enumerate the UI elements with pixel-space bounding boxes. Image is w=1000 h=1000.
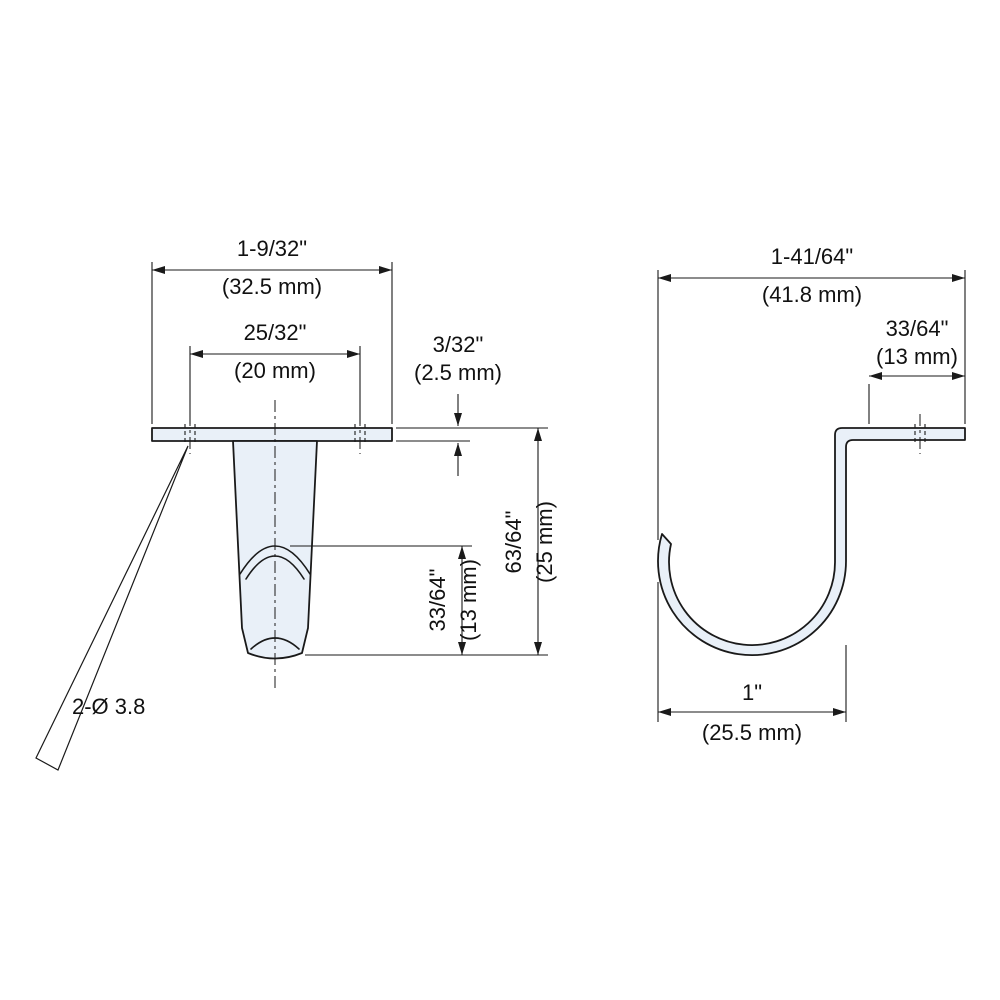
dim-flange-thickness-inch-label: 3/32": [433, 332, 484, 357]
dim-hook-depth: 33/64" (13 mm): [290, 545, 481, 655]
dim-hook-depth-inch-label: 33/64": [425, 569, 450, 632]
hole-callout-label: 2-Ø 3.8: [72, 694, 145, 719]
dim-overall-width-inch-label: 1-41/64": [771, 244, 853, 269]
dim-hole-offset: 33/64" (13 mm): [868, 316, 965, 424]
dim-overall-height-mm-label: (25 mm): [532, 501, 557, 583]
front-view: 1-9/32" (32.5 mm) 25/32" (20 mm) 3/32" (…: [35, 236, 557, 771]
dim-flange-thickness-mm-label: (2.5 mm): [414, 360, 502, 385]
hook-profile: [657, 427, 966, 656]
dim-overall-height-inch-label: 63/64": [501, 511, 526, 574]
dim-hook-width-mm-label: (25.5 mm): [702, 720, 802, 745]
dim-overall-height: 63/64" (25 mm): [305, 428, 557, 656]
dim-overall-width: 1-41/64" (41.8 mm): [657, 244, 966, 540]
dim-flange-thickness: 3/32" (2.5 mm): [396, 332, 548, 476]
dim-hook-width-inch-label: 1": [742, 680, 762, 705]
hole-callout: 2-Ø 3.8: [35, 445, 189, 771]
dim-flange-width-inch-label: 1-9/32": [237, 236, 307, 261]
dim-hole-spacing: 25/32" (20 mm): [189, 320, 361, 424]
dim-flange-width: 1-9/32" (32.5 mm): [151, 236, 393, 424]
dim-hook-depth-mm-label: (13 mm): [456, 559, 481, 641]
dim-hole-offset-mm-label: (13 mm): [876, 344, 958, 369]
dim-hook-width: 1" (25.5 mm): [657, 582, 847, 745]
dim-hole-spacing-mm-label: (20 mm): [234, 358, 316, 383]
dim-hole-offset-inch-label: 33/64": [886, 316, 949, 341]
dim-hole-spacing-inch-label: 25/32": [244, 320, 307, 345]
flange-plate: [151, 427, 393, 442]
side-view: 1-41/64" (41.8 mm) 33/64" (13 mm) 1" (25…: [657, 244, 966, 745]
leader-arrow: [35, 445, 189, 771]
dim-flange-width-mm-label: (32.5 mm): [222, 274, 322, 299]
dim-overall-width-mm-label: (41.8 mm): [762, 282, 862, 307]
